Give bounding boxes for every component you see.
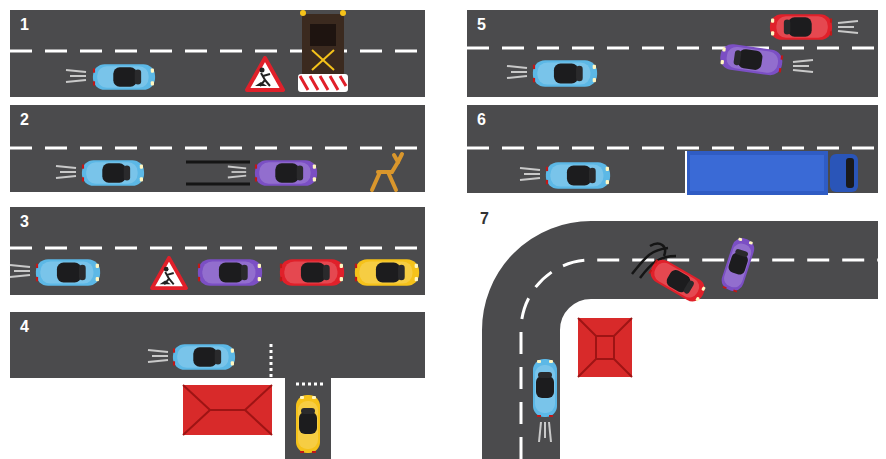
scene-2: [10, 148, 425, 190]
scene-3: [10, 248, 425, 288]
scene-6: [467, 148, 878, 195]
purple-car: [719, 43, 784, 77]
deer: [372, 154, 402, 190]
blue-car: [82, 160, 144, 186]
roadworks-sign: [247, 58, 283, 90]
blue-car: [173, 344, 235, 370]
road-roller: [298, 10, 348, 92]
motion-lines: [10, 265, 30, 277]
road-panel: 2: [10, 105, 425, 192]
panel-number: 1: [20, 16, 29, 34]
blue-car: [93, 64, 155, 90]
scene-4: [148, 344, 331, 459]
yellow-car: [355, 259, 419, 286]
skid-marks: [632, 244, 676, 278]
motion-lines: [56, 166, 76, 178]
panel-number: 3: [20, 213, 29, 231]
lane-divider: [467, 47, 878, 50]
lane-divider: [10, 247, 425, 250]
motion-lines: [228, 167, 246, 178]
purple-car: [719, 235, 757, 293]
panel-number: 7: [480, 210, 489, 228]
scene-1: [10, 10, 425, 92]
roadworks-sign: [152, 258, 186, 288]
blue-car: [36, 259, 100, 286]
side-road: [285, 376, 331, 459]
blue-car: [533, 359, 557, 417]
road-panel: 3: [10, 207, 425, 295]
motion-lines: [539, 422, 551, 442]
motion-lines: [66, 70, 86, 82]
skid-marks: [186, 162, 250, 184]
motion-lines: [838, 21, 858, 33]
lane-divider: [10, 147, 425, 150]
building: [183, 385, 272, 435]
panel-number: 5: [477, 16, 486, 34]
lorry: [686, 151, 858, 195]
red-car: [280, 259, 344, 286]
motion-lines: [793, 60, 813, 72]
blue-car: [546, 162, 610, 189]
motion-lines: [520, 168, 540, 180]
building: [578, 318, 632, 377]
lane-divider: [10, 50, 425, 53]
panel-number: 4: [20, 318, 29, 336]
give-way-line: [270, 344, 273, 378]
scene-5: [467, 14, 878, 87]
road-panel: 5: [467, 10, 878, 97]
road-panel: 4: [10, 312, 425, 378]
give-way-line: [296, 383, 326, 386]
motion-lines: [148, 350, 168, 362]
red-car: [646, 256, 708, 306]
scene-7: [521, 235, 878, 459]
red-car: [770, 14, 832, 40]
bend-road: [521, 260, 878, 459]
road-panel: 6: [467, 105, 878, 193]
purple-car: [255, 160, 317, 186]
motion-lines: [507, 66, 527, 78]
lane-divider: [521, 260, 878, 459]
purple-car: [198, 259, 262, 286]
road-panel: 1: [10, 10, 425, 97]
yellow-car: [296, 395, 320, 453]
blue-car: [533, 60, 597, 87]
panel-number: 6: [477, 111, 486, 129]
lane-divider: [467, 147, 878, 150]
panel-number: 2: [20, 111, 29, 129]
